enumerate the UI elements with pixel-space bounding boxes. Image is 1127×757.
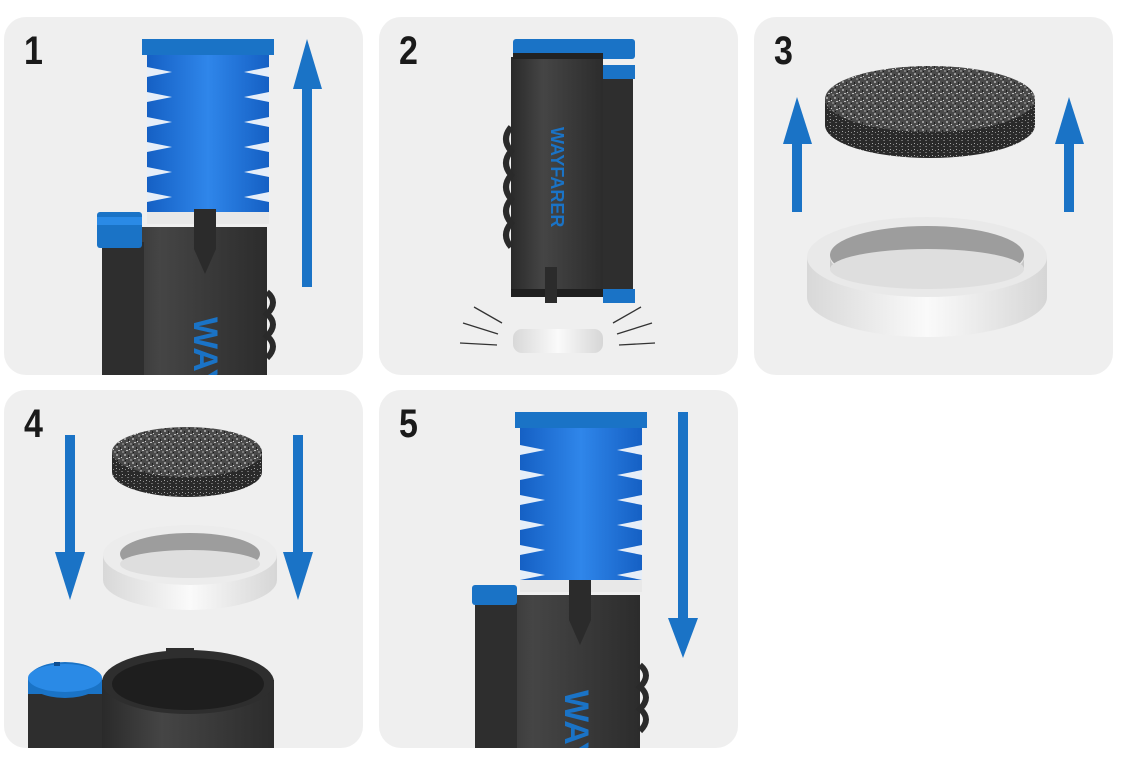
step-5-illustration: WAY: [472, 412, 698, 748]
step-1-panel: 1 WAY: [4, 17, 363, 375]
step-1-illustration: WAY: [97, 39, 322, 375]
filter-body: [511, 57, 603, 297]
removed-disc: [513, 329, 603, 353]
step-4-panel: 4: [4, 390, 363, 748]
filter-cap: [472, 585, 517, 605]
step-2-panel: 2 WAYFARER: [379, 17, 738, 375]
blue-spring: [520, 422, 642, 592]
motion-lines: [459, 306, 656, 346]
step-2-number: 2: [399, 29, 418, 73]
blue-spring: [147, 49, 269, 219]
step-5-panel: 5 WAY: [379, 390, 738, 748]
arrow-up-icon: [792, 142, 802, 212]
step-3-illustration: [783, 66, 1084, 337]
arrow-up-icon: [302, 87, 312, 287]
arrow-down-icon: [65, 435, 75, 555]
arrow-down-icon: [678, 412, 688, 622]
step-2-illustration: WAYFARER: [459, 39, 656, 353]
step-4-number: 4: [24, 402, 43, 446]
step-3-panel: 3: [754, 17, 1113, 375]
step-5-number: 5: [399, 402, 418, 446]
brand-text: WAY: [186, 317, 224, 375]
step-4-illustration: [28, 427, 313, 748]
brand-text: WAY: [557, 690, 595, 748]
step-3-number: 3: [774, 29, 793, 73]
arrow-up-icon: [1064, 142, 1074, 212]
step-1-number: 1: [24, 29, 43, 73]
arrow-down-icon: [293, 435, 303, 555]
brand-text: WAYFARER: [547, 127, 567, 227]
